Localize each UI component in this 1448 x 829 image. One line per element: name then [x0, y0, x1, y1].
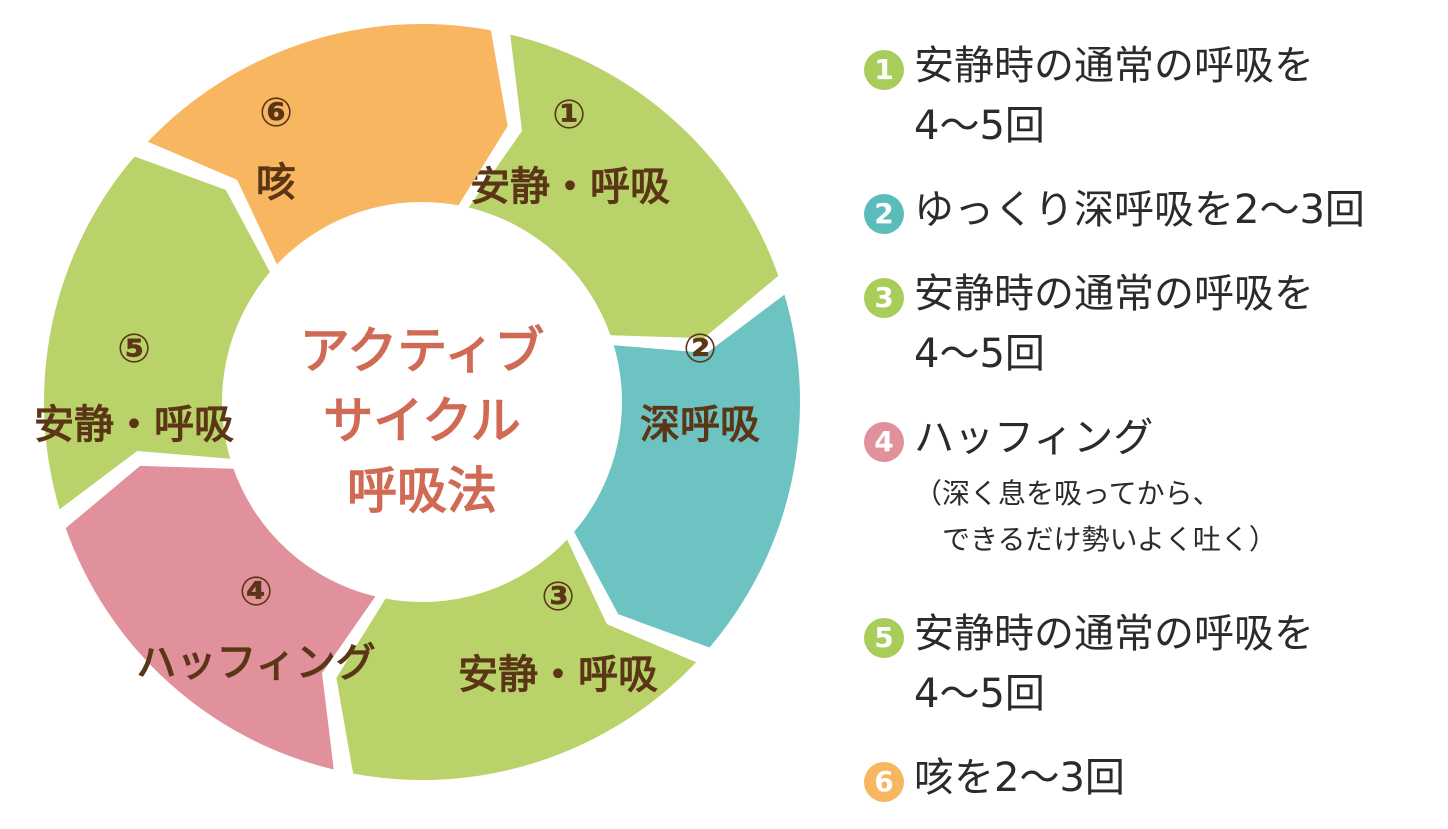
step-text-4a: ハッフィング	[914, 415, 1154, 461]
cycle-diagram: ① 安静・呼吸 ② 深呼吸 ③ 安静・呼吸 ④ ハッフィング ⑤ 安静・呼吸 ⑥ 咳 アクティブ サイ…	[34, 24, 800, 780]
cycle-segment-number-5: ⑤	[117, 326, 151, 372]
cycle-segment-label-1: 安静・呼吸	[470, 164, 670, 210]
cycle-segment-label-5: 安静・呼吸	[34, 402, 234, 448]
cycle-segment-label-2: 深呼吸	[640, 402, 760, 448]
center-title: アクティブ サイクル 呼吸法	[300, 322, 545, 520]
cycle-segment-number-2: ②	[683, 326, 717, 372]
cycle-segment-number-6: ⑥	[259, 90, 293, 136]
cycle-segment-label-6: 咳	[256, 160, 296, 206]
step-badge-1: 1	[864, 50, 904, 90]
step-badge-2: 2	[864, 194, 904, 234]
center-title-line-3: 呼吸法	[347, 462, 497, 520]
steps-list: 1 安静時の通常の呼吸を 4〜5回 2 ゆっくり深呼吸を2〜3回 3 安静時の通…	[864, 0, 1448, 829]
cycle-segment-4	[65, 465, 376, 770]
cycle-segment-6	[147, 24, 508, 265]
step-badge-6: 6	[864, 762, 904, 802]
step-badge-5: 5	[864, 618, 904, 658]
step-text-2a: ゆっくり深呼吸を2〜3回	[914, 187, 1365, 233]
center-title-line-1: アクティブ	[300, 322, 545, 380]
cycle-segment-label-3: 安静・呼吸	[458, 652, 658, 698]
step-badge-3: 3	[864, 278, 904, 318]
step-text-3b: 4〜5回	[914, 331, 1045, 377]
step-text-3a: 安静時の通常の呼吸を	[914, 271, 1314, 317]
step-text-5b: 4〜5回	[914, 671, 1045, 717]
cycle-segment-number-4: ④	[239, 569, 273, 615]
step-text-6a: 咳を2〜3回	[914, 755, 1125, 801]
cycle-segment-1	[468, 34, 779, 339]
step-note-4a: （深く息を吸ってから、	[914, 477, 1221, 510]
cycle-segment-label-4: ハッフィング	[136, 640, 375, 686]
step-text-5a: 安静時の通常の呼吸を	[914, 611, 1314, 657]
cycle-segment-5	[44, 156, 270, 510]
cycle-segment-number-3: ③	[541, 574, 575, 620]
cycle-segment-number-1: ①	[552, 92, 586, 138]
cycle-segment-2	[574, 294, 800, 648]
step-note-4b: できるだけ勢いよく吐く）	[914, 523, 1277, 556]
center-title-line-2: サイクル	[323, 392, 521, 450]
step-text-1b: 4〜5回	[914, 103, 1045, 149]
cycle-segment-3	[336, 539, 697, 780]
step-text-1a: 安静時の通常の呼吸を	[914, 43, 1314, 89]
step-badge-4: 4	[864, 422, 904, 462]
